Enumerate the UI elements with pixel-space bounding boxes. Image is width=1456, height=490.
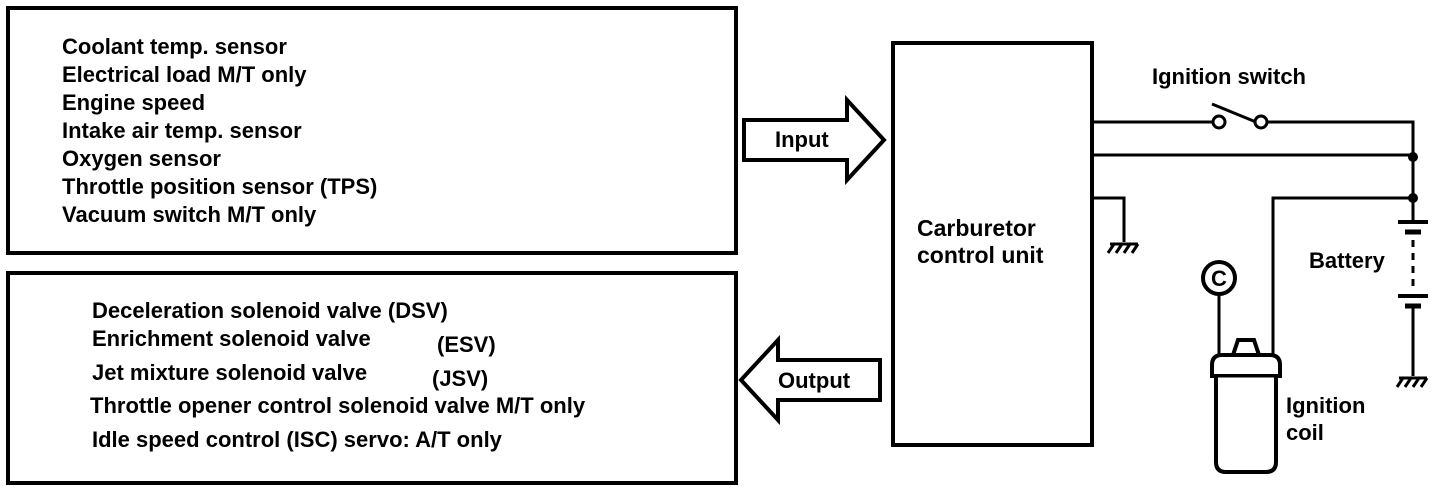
ignition-switch-label: Ignition switch [1152, 64, 1306, 89]
input-arrow-label: Input [775, 127, 829, 152]
input-item: Coolant temp. sensor [62, 34, 287, 59]
inputs-box [6, 6, 738, 255]
output-item: Jet mixture solenoid valve [92, 360, 367, 385]
output-item: Deceleration solenoid valve (DSV) [92, 298, 448, 323]
input-arrow [742, 94, 887, 186]
outputs-box [6, 271, 738, 485]
control-unit-label-line2: control unit [917, 242, 1044, 268]
input-item: Oxygen sensor [62, 146, 221, 171]
control-unit-label-line1: Carburetor [917, 215, 1036, 241]
output-item: Throttle opener control solenoid valve M… [90, 393, 586, 418]
input-item: Throttle position sensor (TPS) [62, 174, 377, 199]
inputs-list: Coolant temp. sensor Electrical load M/T… [62, 34, 377, 227]
junction-dot [1408, 152, 1418, 162]
ground-icon [1106, 242, 1140, 254]
input-item: Engine speed [62, 90, 205, 115]
wire-coil-feed [1271, 196, 1413, 365]
outputs-list: Deceleration solenoid valve (DSV) Enrich… [90, 298, 586, 452]
ignition-coil-icon [1210, 338, 1282, 474]
wire-ground [1092, 196, 1126, 242]
output-item-suffix: (ESV) [437, 332, 496, 357]
ground-icon [1395, 376, 1429, 388]
input-item: Vacuum switch M/T only [62, 202, 317, 227]
junction-dot [1408, 193, 1418, 203]
battery-label: Battery [1309, 248, 1386, 273]
input-item: Intake air temp. sensor [62, 118, 302, 143]
output-item: Idle speed control (ISC) servo: A/T only [92, 427, 503, 452]
input-item: Electrical load M/T only [62, 62, 307, 87]
battery-icon [1398, 220, 1428, 309]
wiring [1092, 120, 1418, 376]
output-item-suffix: (JSV) [432, 366, 488, 391]
ignition-switch-icon [1211, 102, 1269, 130]
control-unit-box [891, 41, 1094, 447]
ignition-coil-label-line1: Ignition [1286, 393, 1365, 418]
terminal-c-label: C [1211, 266, 1227, 291]
terminal-c-icon [1201, 260, 1237, 296]
output-item: Enrichment solenoid valve [92, 326, 371, 351]
ignition-coil-label-line2: coil [1286, 420, 1324, 445]
output-arrow [738, 334, 882, 426]
wire-switch-out [1266, 120, 1415, 196]
output-arrow-label: Output [778, 368, 851, 393]
